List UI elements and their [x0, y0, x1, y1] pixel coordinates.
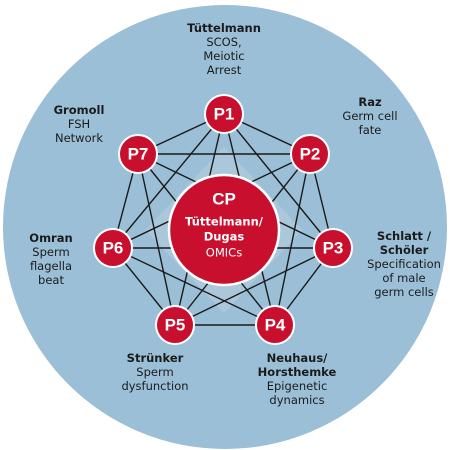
project-topic: fate — [359, 123, 382, 137]
node-label: P5 — [165, 315, 186, 334]
edge-p2-p4 — [274, 153, 311, 326]
node-p4: P4 — [255, 305, 295, 345]
project-topic: Epigenetic — [267, 379, 328, 393]
node-label: P2 — [300, 144, 321, 163]
investigator-name: Neuhaus/ — [267, 351, 329, 365]
node-circle — [313, 228, 353, 268]
project-topic: SCOS, — [206, 35, 241, 49]
project-topic: Network — [55, 131, 103, 145]
project-topic: of male — [382, 271, 425, 285]
project-topic: Specification — [367, 257, 441, 271]
edge-p4-p6 — [112, 247, 276, 326]
project-topic: Germ cell — [342, 109, 397, 123]
investigator-name: Tüttelmann — [187, 21, 261, 35]
node-circle — [155, 305, 195, 345]
edge-layer — [112, 113, 334, 326]
project-topic: Arrest — [207, 63, 242, 77]
node-p5: P5 — [155, 305, 195, 345]
project-topic: beat — [38, 273, 64, 287]
node-label: P6 — [103, 238, 124, 257]
node-p6: P6 — [93, 228, 133, 268]
node-p1: P1 — [204, 94, 244, 134]
investigator-name: Strünker — [127, 351, 184, 365]
center-node-desc: OMICs — [206, 246, 242, 260]
investigator-name: Raz — [358, 95, 382, 109]
investigator-name: Gromoll — [54, 103, 105, 117]
center-node-title: CP — [212, 189, 236, 208]
node-label: P7 — [128, 144, 149, 163]
node-label: P4 — [265, 315, 286, 334]
project-topic: dynamics — [269, 393, 324, 407]
node-p3: P3 — [313, 228, 353, 268]
node-circle — [204, 94, 244, 134]
investigator-name: Schlatt / — [377, 229, 432, 243]
center-node-name-line-2: Dugas — [204, 230, 245, 244]
node-circle — [118, 134, 158, 174]
investigator-name: Horsthemke — [258, 365, 337, 379]
center-node-circle — [167, 173, 281, 287]
node-p7: P7 — [118, 134, 158, 174]
project-topic: Sperm — [32, 245, 69, 259]
edge-p1-p3 — [223, 113, 334, 249]
investigator-name: Schöler — [380, 243, 429, 257]
node-label: P3 — [323, 238, 344, 257]
project-topic: FSH — [68, 117, 90, 131]
center-node-name-line-1: Tüttelmann/ — [185, 215, 264, 229]
node-circle — [255, 305, 295, 345]
edge-p3-p5 — [174, 247, 334, 326]
node-circle — [290, 134, 330, 174]
project-topic: flagella — [30, 259, 72, 273]
node-label: P1 — [214, 104, 235, 123]
edge-p6-p1 — [112, 113, 225, 249]
node-p2: P2 — [290, 134, 330, 174]
node-circle — [93, 228, 133, 268]
edge-p5-p7 — [137, 153, 176, 326]
project-topic: germ cells — [374, 285, 434, 299]
project-topic: dysfunction — [121, 379, 188, 393]
investigator-name: Omran — [29, 231, 72, 245]
project-topic: Sperm — [136, 365, 173, 379]
project-topic: Meiotic — [203, 49, 244, 63]
center-project: CP Tüttelmann/ Dugas OMICs — [167, 173, 281, 287]
